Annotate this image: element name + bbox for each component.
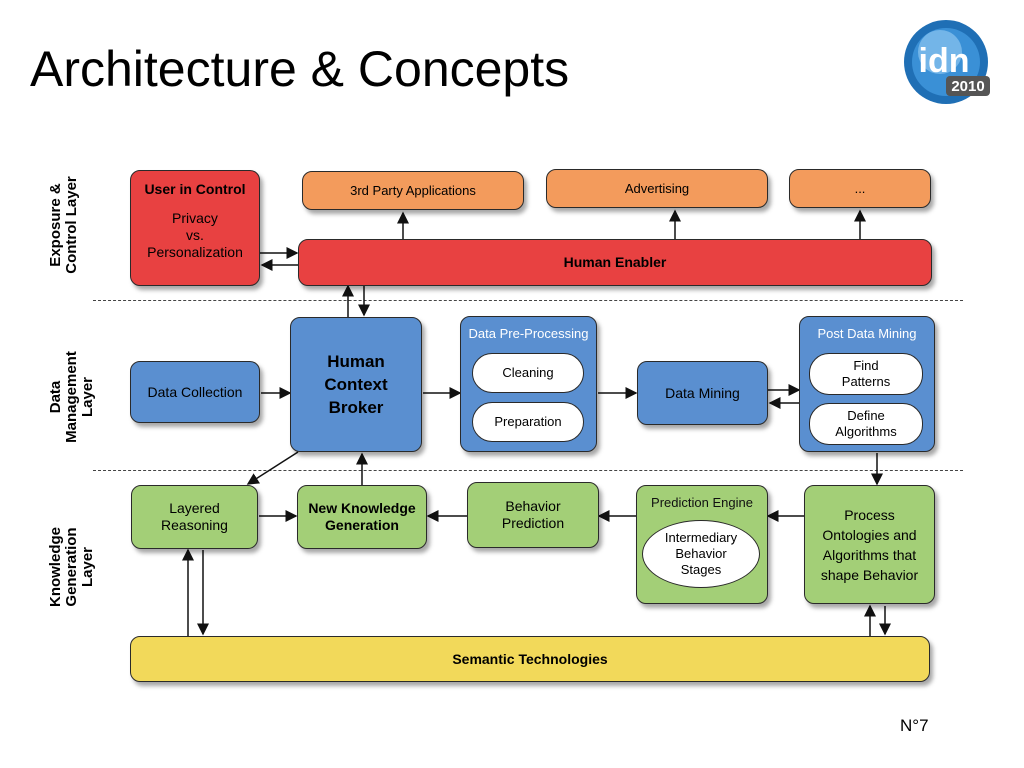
define-algorithms-pill: Define Algorithms bbox=[809, 403, 923, 445]
cleaning-pill: Cleaning bbox=[472, 353, 584, 393]
data-mining-box: Data Mining bbox=[637, 361, 768, 425]
prediction-engine-title: Prediction Engine bbox=[651, 495, 753, 510]
preparation-pill: Preparation bbox=[472, 402, 584, 442]
behavior-prediction-box: Behavior Prediction bbox=[467, 482, 599, 548]
layered-reasoning-box: Layered Reasoning bbox=[131, 485, 258, 549]
new-knowledge-generation-box: New Knowledge Generation bbox=[297, 485, 427, 549]
more-apps-box: ... bbox=[789, 169, 931, 208]
user-in-control-box: User in Control Privacy vs. Personalizat… bbox=[130, 170, 260, 286]
logo-text: idn bbox=[919, 42, 970, 80]
process-ontologies-box: Process Ontologies and Algorithms that s… bbox=[804, 485, 935, 604]
post-data-mining-title: Post Data Mining bbox=[817, 326, 917, 341]
intermediary-behavior-stages-oval: Intermediary Behavior Stages bbox=[642, 520, 760, 588]
data-preprocessing-box: Data Pre-Processing Cleaning Preparation bbox=[460, 316, 597, 452]
data-preprocessing-title: Data Pre-Processing bbox=[468, 326, 589, 341]
data-collection-box: Data Collection bbox=[130, 361, 260, 423]
human-enabler-box: Human Enabler bbox=[298, 239, 932, 286]
idn-logo: idn 2010 bbox=[904, 20, 990, 104]
human-context-broker-box: Human Context Broker bbox=[290, 317, 422, 452]
advertising-box: Advertising bbox=[546, 169, 768, 208]
logo-year: 2010 bbox=[951, 78, 984, 95]
find-patterns-pill: Find Patterns bbox=[809, 353, 923, 395]
post-data-mining-box: Post Data Mining Find Patterns Define Al… bbox=[799, 316, 935, 452]
user-in-control-title: User in Control bbox=[144, 181, 246, 197]
layer-divider-top bbox=[93, 300, 963, 301]
third-party-apps-box: 3rd Party Applications bbox=[302, 171, 524, 210]
semantic-technologies-box: Semantic Technologies bbox=[130, 636, 930, 682]
page-number: N°7 bbox=[900, 716, 929, 735]
layer-divider-bottom bbox=[93, 470, 963, 471]
slide-title: Architecture & Concepts bbox=[30, 41, 570, 97]
user-in-control-body: Privacy vs. Personalization bbox=[147, 210, 243, 260]
arrow-broker-to-layered bbox=[246, 451, 299, 485]
prediction-engine-box: Prediction Engine Intermediary Behavior … bbox=[636, 485, 768, 604]
